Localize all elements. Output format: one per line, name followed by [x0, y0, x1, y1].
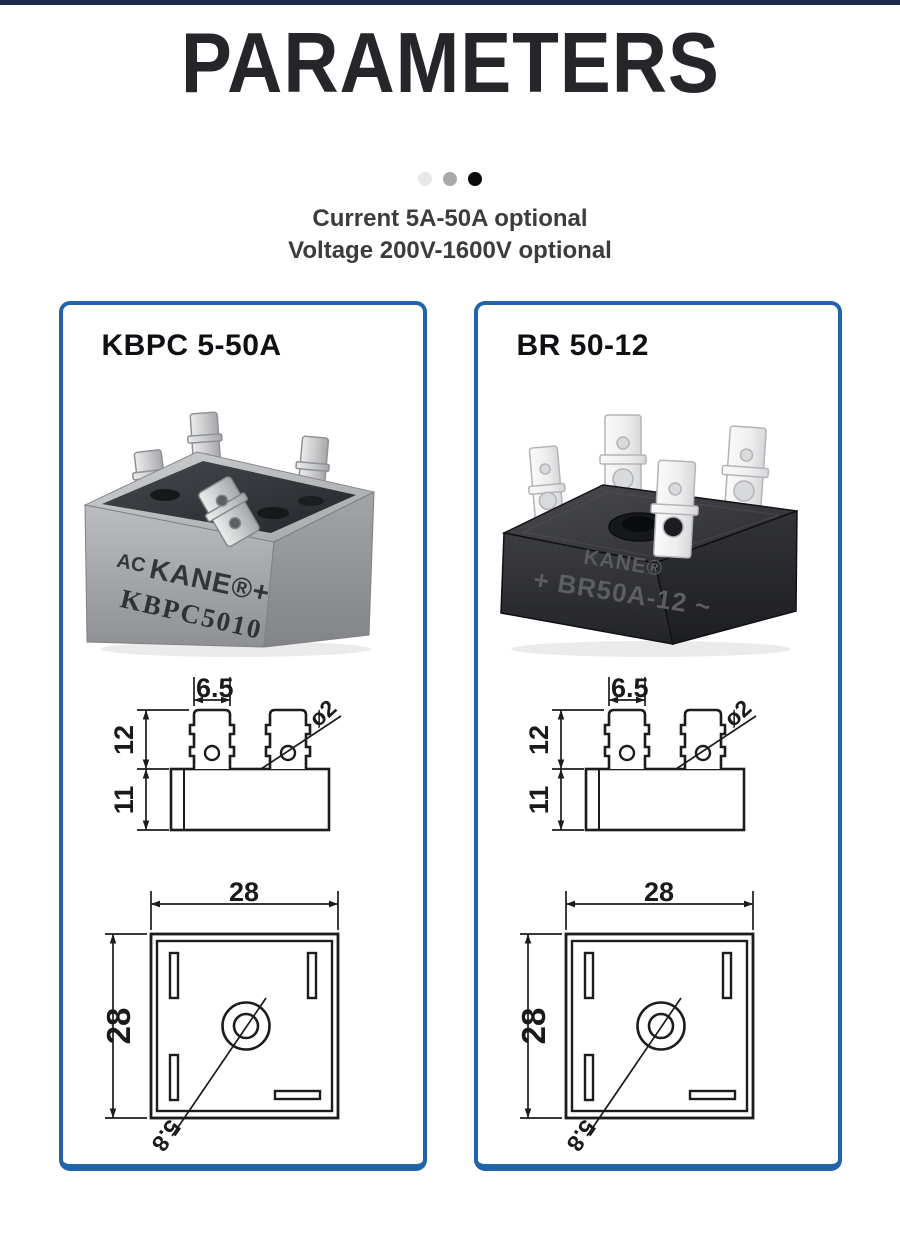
top-accent-bar	[0, 0, 900, 5]
dim-tab-width: 6.5	[611, 673, 649, 703]
side-view-drawing: 6.5 12 11 ø2	[109, 673, 341, 832]
dim-tab-height: 12	[524, 725, 554, 755]
subtitle: Current 5A-50A optional Voltage 200V-160…	[0, 203, 900, 267]
carousel-dot-1[interactable]	[418, 172, 432, 186]
page-title: PARAMETERS	[0, 21, 900, 106]
product-shadow	[100, 641, 371, 657]
carousel-dot-2[interactable]	[443, 172, 457, 186]
product-shadow	[510, 641, 791, 657]
product-cards: KBPC 5-50A	[0, 301, 900, 1171]
dimension-arrows	[557, 696, 645, 830]
dim-body-height: 11	[524, 786, 554, 815]
metal-center-terminal-bent	[197, 476, 260, 547]
product-photo-kbpc: AC KANE®+ KBPC5010	[82, 411, 375, 657]
dim-body-width: 28	[643, 877, 673, 907]
dim-body-width: 28	[228, 877, 258, 907]
top-view-drawing: 28 28 5.8	[100, 877, 339, 1156]
product-card-br: BR 50-12	[473, 301, 842, 1171]
dim-body-depth: 28	[515, 1008, 552, 1045]
carousel-dots	[0, 172, 900, 186]
dim-mount-hole: 5.8	[146, 1115, 186, 1156]
white-terminal-front	[649, 459, 699, 559]
dim-tab-height: 12	[109, 725, 139, 755]
carousel-dot-3-active[interactable]	[468, 172, 482, 186]
subtitle-current: Current 5A-50A optional	[312, 205, 588, 232]
top-view-drawing: 28 28 5.8	[515, 877, 754, 1156]
dim-body-height: 11	[109, 786, 139, 815]
dimension-arrows	[109, 900, 338, 1118]
card-title-br: BR 50-12	[516, 329, 649, 362]
dim-mount-hole: 5.8	[561, 1115, 601, 1156]
page-title-text: PARAMETERS	[180, 16, 720, 111]
dim-body-depth: 28	[100, 1008, 137, 1045]
card-title-kbpc: KBPC 5-50A	[101, 329, 282, 362]
side-view-drawing: 6.5 12 11 ø2	[524, 673, 756, 832]
dimension-arrows	[524, 900, 753, 1118]
black-body	[499, 484, 798, 645]
dim-tab-width: 6.5	[196, 673, 234, 703]
product-card-kbpc: KBPC 5-50A	[58, 301, 427, 1171]
dimension-arrows	[142, 696, 230, 830]
subtitle-voltage: Voltage 200V-1600V optional	[288, 237, 612, 264]
product-photo-br: KANE® + BR50A-12 ~	[499, 414, 798, 657]
